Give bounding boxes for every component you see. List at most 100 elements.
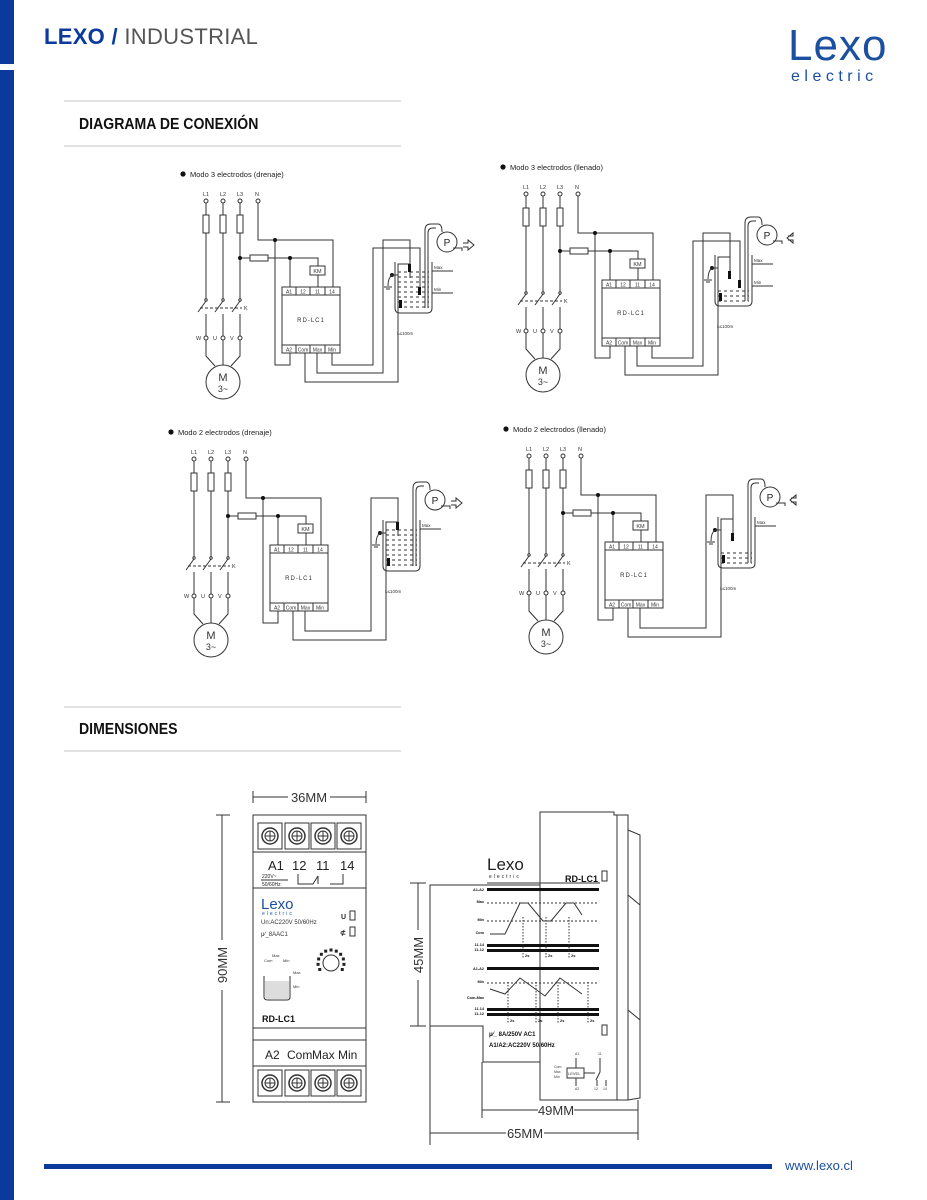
phase-wire xyxy=(218,461,229,625)
front-bottom-terminal: Min xyxy=(338,1048,357,1062)
connection-diagrams: Modo 3 electrodos (drenaje)L1WL2UL3VNKM3… xyxy=(168,163,797,658)
max-level-label: Max xyxy=(757,520,766,525)
contact-icon xyxy=(204,298,208,302)
terminal-icon xyxy=(243,456,249,462)
schematic-label: A2 xyxy=(575,1087,579,1091)
front-top-terminal: 12 xyxy=(292,858,306,873)
schematic-wiring xyxy=(575,1058,607,1086)
terminal-icon xyxy=(557,191,563,197)
supply-bar xyxy=(487,967,599,970)
brand-name: LEXO xyxy=(44,24,106,49)
coil-km xyxy=(629,258,646,269)
junction-dot xyxy=(561,511,565,515)
phase-wire xyxy=(520,458,539,622)
front-rating: Un:AC220V 50/60Hz xyxy=(261,920,317,926)
pump-pipe xyxy=(424,223,443,308)
diagram-title: Modo 2 electrodos (drenaje) xyxy=(178,428,272,437)
phase-wire xyxy=(537,458,547,621)
section-title-dimensions: DIMENSIONES xyxy=(79,721,178,738)
dim-label-bg xyxy=(506,1126,544,1140)
motor-terminal-label: W xyxy=(184,594,190,600)
timing-diagrams: A1-A2MaxMinCom11-1411-12A1-A2MinCom-Max1… xyxy=(467,888,599,1023)
electrode-min xyxy=(738,280,741,288)
timing-label: 11-14 xyxy=(474,1007,484,1011)
relay-terminal-label: 12 xyxy=(623,545,629,551)
phase-label: L3 xyxy=(557,185,563,191)
terminal-icon xyxy=(225,456,231,462)
pump-icon xyxy=(424,489,446,511)
phase-label: L2 xyxy=(220,192,226,198)
relay-terminal-label: Com xyxy=(621,603,632,609)
terminal-icon xyxy=(523,328,529,334)
relay-terminal-label: Max xyxy=(633,341,643,347)
control-wire xyxy=(228,461,322,624)
electrode-min xyxy=(418,287,421,295)
junction-dot xyxy=(558,249,562,253)
bullet-icon xyxy=(168,429,174,435)
electrode-com xyxy=(387,558,390,566)
control-wire xyxy=(563,458,657,621)
side-indicator xyxy=(601,1024,608,1036)
motor-terminal-label: W xyxy=(519,591,525,597)
terminal-icon xyxy=(557,328,563,334)
contact-icon xyxy=(561,553,565,557)
phase-label: N xyxy=(578,447,582,453)
schematic-label: LEVEL xyxy=(568,1071,581,1076)
phase-label: L3 xyxy=(560,447,566,453)
relay-name: RD-LC1 xyxy=(285,576,313,582)
pump-pipe xyxy=(412,481,431,566)
terminal-icon xyxy=(203,198,209,204)
relay-name: RD-LC1 xyxy=(297,318,325,324)
schematic-label: 14 xyxy=(603,1087,607,1091)
adjust-knob-icon[interactable] xyxy=(322,954,340,972)
relay-terminal-label: A2 xyxy=(286,348,292,354)
front-bottom-terminal: Com xyxy=(287,1048,312,1062)
relay-body xyxy=(601,279,661,347)
delay-label: 2s xyxy=(560,1018,565,1023)
terminal-icon xyxy=(208,456,214,462)
pump-label: P xyxy=(432,496,439,507)
motor-icon xyxy=(528,619,564,655)
side-body-outline xyxy=(539,811,629,1101)
terminal-icon xyxy=(540,328,546,334)
screw-slot xyxy=(318,831,328,841)
coil-km xyxy=(632,520,649,531)
contact-icon xyxy=(527,553,531,557)
screw-slot xyxy=(265,1078,275,1088)
phase-wire xyxy=(197,203,216,367)
bullet-icon xyxy=(500,164,506,170)
timing-label: 11-14 xyxy=(474,943,484,947)
terminal-block xyxy=(284,822,310,850)
tank xyxy=(717,517,756,569)
knob-tick xyxy=(324,949,328,953)
relay-terminal-label: Min xyxy=(648,341,656,347)
timing-label: Min xyxy=(477,980,484,984)
screw-slot xyxy=(344,1078,354,1088)
relay-terminal-label: A2 xyxy=(609,603,615,609)
phase-label: L1 xyxy=(191,450,197,456)
control-fuse-icon xyxy=(572,509,592,517)
footer-url-link[interactable]: www.lexo.cl xyxy=(785,1158,853,1173)
screw-slot xyxy=(292,831,302,841)
distance-label: L≤100m xyxy=(385,589,401,594)
phase-wire xyxy=(534,196,544,359)
motor-label: M xyxy=(218,372,227,384)
diagram-title: Modo 3 electrodos (llenado) xyxy=(510,163,603,172)
front-contact: μ⁄_8AAC1 xyxy=(261,932,288,938)
fuse-icon xyxy=(236,214,244,234)
phase-wire xyxy=(185,461,204,625)
junction-dot xyxy=(226,514,230,518)
knob-tick xyxy=(340,968,344,971)
control-fuse-icon xyxy=(249,254,269,262)
terminal-icon xyxy=(220,198,226,204)
max-level-label: Max xyxy=(434,265,443,270)
relay-terminal-label: Com xyxy=(286,606,297,612)
relay-terminal-label: 12 xyxy=(300,290,306,296)
electrode-max xyxy=(408,264,411,272)
brand-sidebar-top xyxy=(0,0,14,64)
terminal-icon xyxy=(523,191,529,197)
ground-icon xyxy=(707,529,721,545)
terminal-icon xyxy=(543,590,549,596)
terminal-icon xyxy=(526,453,532,459)
terminal-block xyxy=(336,1069,362,1097)
